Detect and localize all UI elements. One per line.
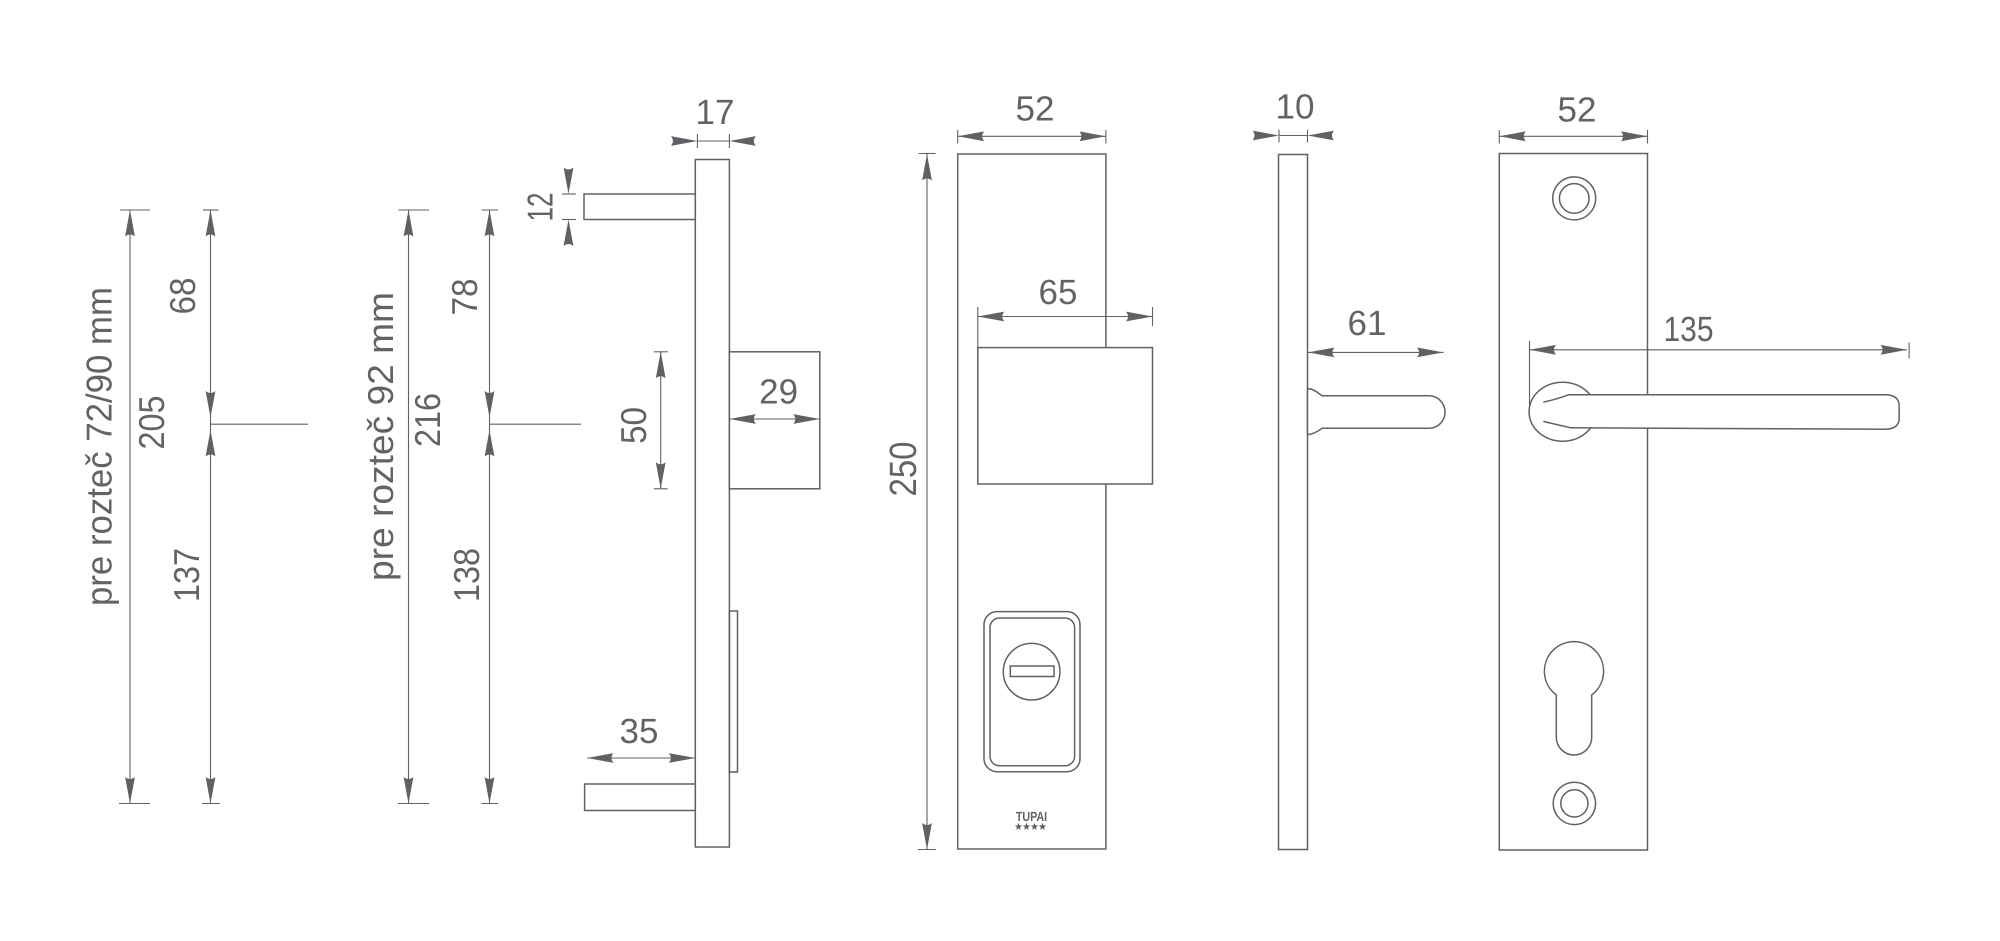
svg-text:pre rozteč 92 mm: pre rozteč 92 mm xyxy=(360,292,401,581)
svg-text:TUPAI: TUPAI xyxy=(1016,809,1047,824)
svg-text:205: 205 xyxy=(131,396,172,450)
svg-text:216: 216 xyxy=(407,393,448,447)
svg-text:12: 12 xyxy=(520,193,561,222)
svg-text:35: 35 xyxy=(620,712,659,751)
svg-text:138: 138 xyxy=(446,548,487,602)
svg-text:250: 250 xyxy=(883,442,925,497)
svg-text:137: 137 xyxy=(166,548,207,602)
svg-text:61: 61 xyxy=(1348,304,1387,343)
svg-text:68: 68 xyxy=(162,278,203,315)
svg-text:29: 29 xyxy=(759,372,798,411)
svg-text:pre rozteč 72/90 mm: pre rozteč 72/90 mm xyxy=(78,287,119,606)
svg-text:52: 52 xyxy=(1016,90,1055,129)
svg-text:50: 50 xyxy=(613,407,654,444)
svg-text:10: 10 xyxy=(1276,87,1315,126)
svg-text:17: 17 xyxy=(696,93,735,132)
svg-text:52: 52 xyxy=(1558,91,1597,130)
svg-text:65: 65 xyxy=(1039,273,1078,312)
svg-text:78: 78 xyxy=(444,279,485,316)
svg-text:135: 135 xyxy=(1664,310,1714,349)
